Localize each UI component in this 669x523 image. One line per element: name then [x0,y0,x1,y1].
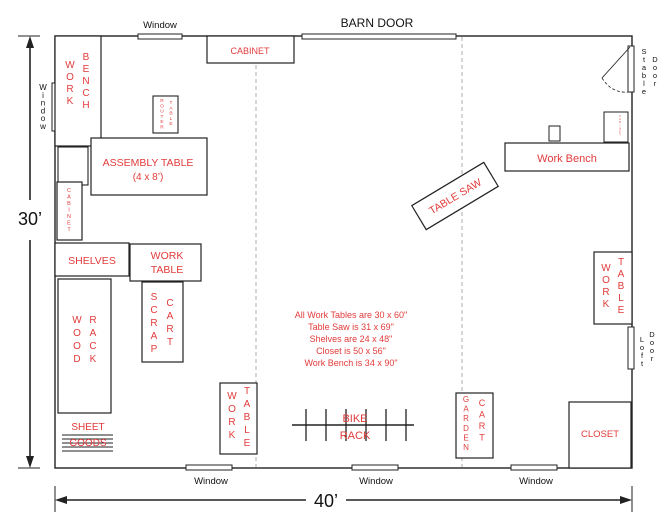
note-line: Closet is 50 x 56" [316,346,386,356]
work-bench-right: Work Bench [504,142,630,172]
bike-rack-label-1: BIKE [342,413,367,425]
bike-rack: BIKE RACK [292,409,414,442]
small-box [57,146,89,186]
closet-label: CLOSET [581,429,619,440]
height-label: 30’ [18,209,42,229]
window-bottom-left: Window [185,464,233,487]
assembly-table-label-1: ASSEMBLY TABLE [103,157,194,169]
table-saw: TABLE SAW [410,161,500,231]
window-top-label: Window [143,20,177,31]
cabinet-top: CABINET [206,35,295,64]
window-bottom-right-label: Window [519,476,553,487]
work-table-left-label-1: WORK [151,250,184,262]
sheet-goods-label-2: GOODS [69,438,107,449]
cabinet-top-label: CABINET [230,46,270,56]
width-dimension: 40’ [54,486,633,512]
work-table-left: WORK TABLE [129,243,202,282]
sheet-goods: SHEET GOODS [62,422,113,452]
work-bench-right-label: Work Bench [537,153,597,165]
bike-rack-label-2: RACK [340,430,371,442]
barn-door: BARN DOOR [301,16,457,40]
shelves-label: SHELVES [68,255,116,267]
note-line: All Work Tables are 30 x 60" [295,310,407,320]
width-label: 40’ [314,491,338,511]
window-bottom-middle: Window [351,464,399,487]
dashed-guides [255,37,463,467]
work-table-left-label-2: TABLE [151,264,183,276]
assembly-table-label-2: (4 x 8’) [133,172,164,183]
closet: CLOSET [568,401,632,469]
window-bottom-middle-label: Window [359,476,393,487]
window-bottom-left-label: Window [194,476,228,487]
note-line: Work Bench is 34 x 90" [304,358,397,368]
note-line: Table Saw is 31 x 69" [308,322,394,332]
note-line: Shelves are 24 x 48" [310,334,393,344]
sheet-goods-label-1: SHEET [71,422,104,433]
shelves: SHELVES [54,242,130,277]
dimension-notes: All Work Tables are 30 x 60" Table Saw i… [295,310,407,368]
small-box-right [548,125,561,142]
height-dimension: 30’ [18,35,42,469]
window-top: Window [137,20,183,40]
window-bottom-right: Window [510,464,558,487]
barn-door-label: BARN DOOR [341,16,414,30]
assembly-table: ASSEMBLY TABLE (4 x 8’) [90,137,208,196]
